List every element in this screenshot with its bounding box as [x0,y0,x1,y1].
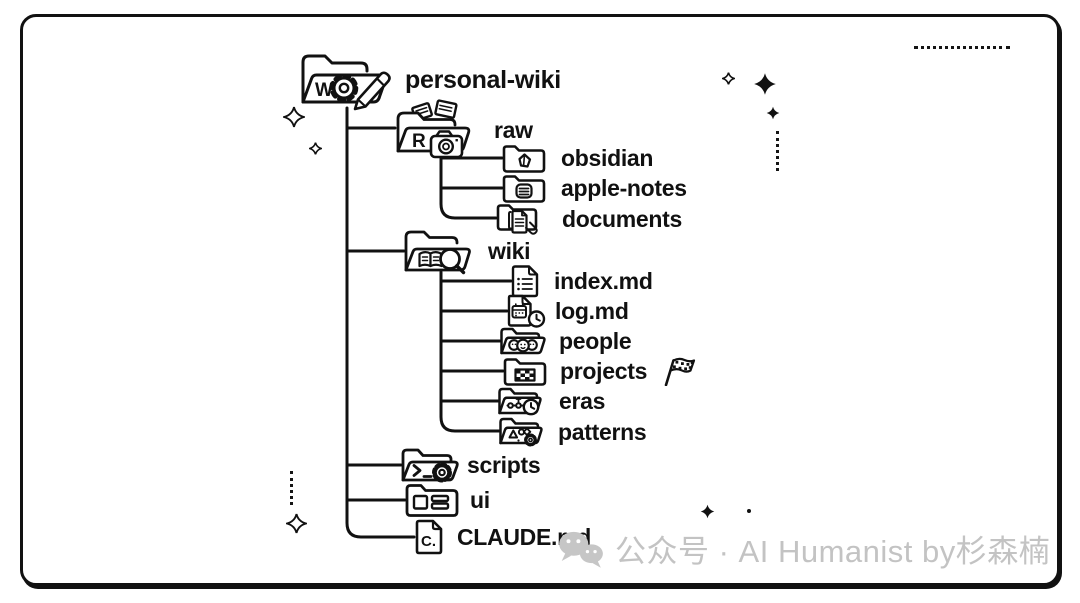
checkerboard-folder-icon [503,358,547,386]
claude-file-icon: C. [415,519,443,555]
dotted-line-vertical-top-right [776,131,779,171]
dotted-line-horizontal [914,46,1010,49]
tree-item-label: personal-wiki [405,65,561,94]
tree-item-obsidian: obsidian [500,141,653,175]
timeline-clock-folder-icon [498,387,542,416]
svg-text:W: W [315,80,333,101]
tree-item-eras: eras [496,384,605,418]
tree-item-label: wiki [488,237,531,264]
notes-folder-icon [502,175,546,203]
tree-item-wiki: wiki [402,223,531,279]
book-magnifier-folder-icon [404,230,471,275]
watermark-text: 公众号 · AI Humanist by杉森楠 [615,534,1051,569]
tree-item-scripts: scripts [399,444,541,486]
sparkle-filled-watermark-icon [700,504,715,519]
sparkle-filled-small-icon [766,106,780,120]
tree-item-apple-notes: apple-notes [500,171,687,205]
tree-item-label: log.md [555,297,629,324]
layout-folder-icon [405,484,459,517]
watermark: 公众号 · AI Humanist by杉森楠 [556,526,1050,571]
tree-item-label: projects [560,357,648,384]
tree-item-patterns: patterns [497,414,647,450]
tree-item-ui: ui [403,480,490,520]
tree-item-raw: R raw [393,99,533,161]
raw-folder-photos-camera-icon: R [396,99,471,159]
tree-item-log-md: log.md [505,293,629,329]
document-paperclip-folder-icon [496,204,538,235]
tree-item-label: obsidian [561,144,654,171]
tree-item-label: raw [494,116,533,143]
tree-item-index-md: index.md [509,263,653,299]
small-dot [747,509,751,513]
tree-item-label: eras [559,387,606,414]
obsidian-crystal-folder-icon [502,145,546,173]
svg-text:R: R [412,131,426,152]
checkered-flag-icon [664,357,696,386]
tree-item-label: ui [470,486,490,513]
tree-item-label: scripts [467,451,541,478]
shapes-gear-folder-icon [499,417,543,447]
tree-item-people: people [498,324,632,358]
people-folder-icon [500,327,546,355]
sparkle-outline-bottom-icon [286,513,307,534]
sparkle-filled-icon [754,73,776,95]
calendar-clock-file-icon [507,294,546,328]
border-frame [20,14,1060,586]
svg-text:C.: C. [421,533,436,550]
dotted-line-vertical-bottom-left [290,471,293,505]
tree-item-projects: projects [501,354,696,388]
tree-item-personal-wiki: W personal-wiki [297,46,561,114]
wechat-icon [559,531,603,568]
terminal-gear-folder-icon [401,448,459,483]
tree-item-label: people [559,327,632,354]
sparkle-outline-small-icon [309,142,322,155]
tree-item-label: apple-notes [561,174,687,201]
wiki-folder-gear-pencil-icon: W [301,54,391,111]
tree-item-label: documents [562,205,682,232]
tree-item-documents: documents [494,201,682,237]
tree-item-label: patterns [558,418,647,445]
sparkle-outline-tiny-icon [722,72,735,85]
sparkle-outline-icon [283,106,305,128]
tree-item-label: index.md [554,267,653,294]
